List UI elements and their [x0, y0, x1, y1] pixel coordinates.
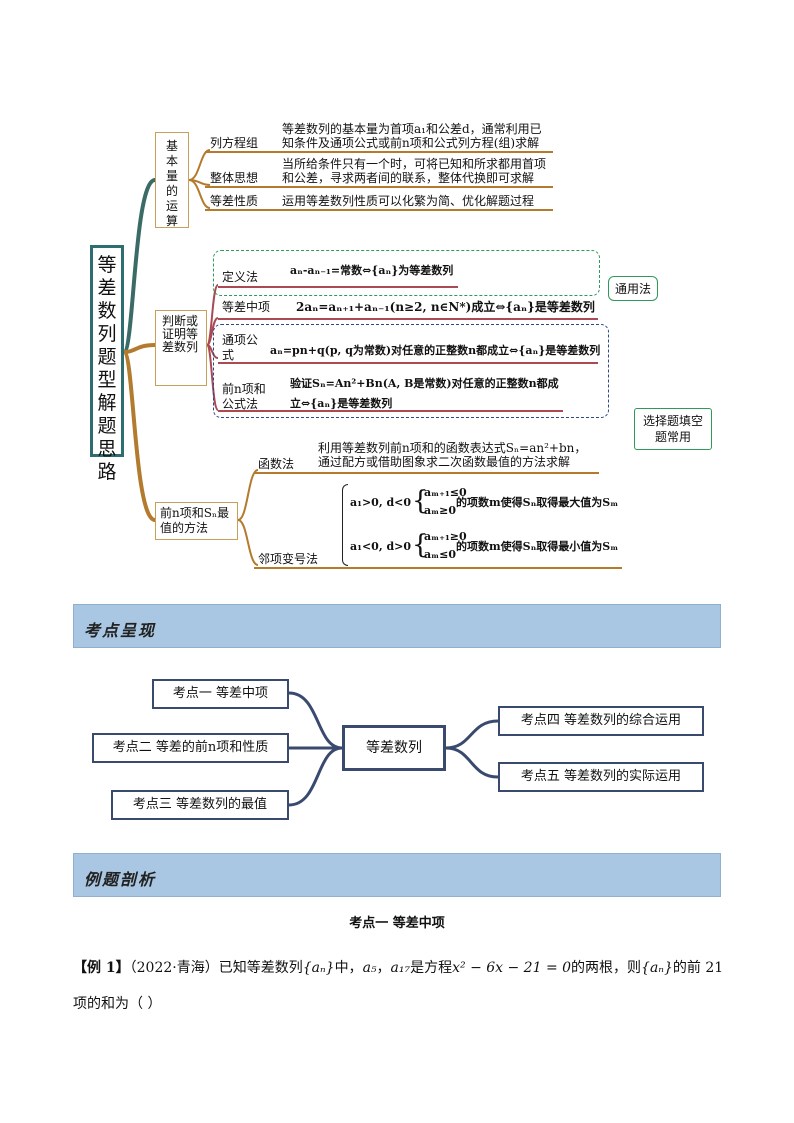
math-equation: x² − 6x − 21 = 0 — [452, 960, 572, 976]
item-label-whole: 整体思想 — [210, 171, 259, 185]
example-label: 【例 1】 — [73, 960, 130, 976]
sign-change-brace — [342, 484, 348, 566]
kaodian-3: 考点三 等差数列的最值 — [111, 790, 289, 820]
item-label-general: 通项公式 — [222, 333, 259, 362]
sign-sys1a: aₘ₊₁≤0 — [424, 486, 467, 499]
example-heading: 考点一 等差中项 — [349, 916, 445, 931]
math-a17: a₁₇ — [390, 960, 411, 976]
item-label-middle: 等差中项 — [222, 300, 271, 314]
branch-judge-prove: 判断或证明等差数列 — [155, 310, 207, 386]
math-seq: {aₙ} — [302, 960, 335, 976]
example-text: 的前 21 项的和为（ ） — [73, 960, 724, 1012]
example-text: 已知等差数列 — [218, 960, 303, 976]
kaodian-2: 考点二 等差的前n项和性质 — [92, 733, 289, 763]
item-text-function: 利用等差数列前n项和的函数表达式Sₙ=an²+bn，通过配方或借助图象求二次函数… — [318, 441, 587, 469]
example-text: 的两根，则 — [571, 960, 642, 976]
kaodian-1: 考点一 等差中项 — [152, 679, 289, 709]
branch-sum-extremum: 前n项和Sₙ最值的方法 — [155, 502, 238, 540]
sign-sys1b: aₘ≥0 — [424, 504, 457, 517]
item-text-equation: 等差数列的基本量为首项a₁和公差d，通常利用已知条件及通项公式或前n项和公式列方… — [282, 122, 542, 150]
section-banner-examples: 例题剖析 — [73, 853, 721, 897]
item-text-middle: 2aₙ=aₙ₊₁+aₙ₋₁(n≥2, n∈N*)成立⇔{aₙ}是等差数列 — [296, 300, 595, 314]
section-title: 考点呈现 — [84, 621, 157, 640]
item-text-whole: 当所给条件只有一个时，可将已知和所求都用首项和公差，寻求两者间的联系，整体代换即… — [282, 157, 547, 185]
general-method-frame — [213, 250, 600, 296]
item-label-equation: 列方程组 — [210, 136, 259, 150]
underline — [254, 567, 622, 569]
item-text-sum: 验证Sₙ=An²+Bn(A, B是常数)对任意的正整数n都成立⇔{aₙ}是等差数… — [290, 377, 559, 410]
example-text: 是方程 — [410, 960, 453, 976]
math-a5: a₅ — [362, 960, 377, 976]
sign-res2: 的项数m使得Sₙ取得最小值为Sₘ — [456, 540, 619, 553]
underline — [205, 209, 553, 211]
example-text: 中， — [334, 960, 363, 976]
item-label-function: 函数法 — [258, 457, 295, 471]
item-label-definition: 定义法 — [222, 270, 259, 284]
underline — [205, 151, 553, 153]
general-method-tag: 通用法 — [608, 276, 659, 301]
brace: { — [412, 530, 429, 560]
item-label-sum: 前n项和公式法 — [222, 382, 266, 411]
item-text-general: aₙ=pn+q(p, q为常数)对任意的正整数n都成立⇔{aₙ}是等差数列 — [270, 344, 601, 357]
underline — [254, 472, 599, 474]
example-paragraph: 【例 1】（2022·青海）已知等差数列{aₙ}中，a₅，a₁₇是方程x² − … — [73, 950, 733, 1022]
underline — [218, 410, 563, 412]
underline — [218, 286, 458, 288]
choice-method-tag: 选择题填空题常用 — [634, 408, 712, 450]
item-label-property: 等差性质 — [210, 194, 259, 208]
choice-method-frame — [213, 324, 609, 418]
section-title: 例题剖析 — [84, 870, 157, 889]
mindmap-root: 等差数列题型解题思路 — [90, 245, 124, 483]
item-text-property: 运用等差数列性质可以化繁为简、优化解题过程 — [282, 194, 535, 208]
underline — [218, 362, 598, 364]
example-text: ， — [376, 960, 391, 976]
math-seq: {aₙ} — [641, 960, 673, 976]
sign-cond2: a₁<0, d>0 — [350, 540, 412, 553]
underline — [218, 318, 598, 320]
brace: { — [412, 486, 429, 516]
sign-sys2a: aₘ₊₁≥0 — [424, 530, 467, 543]
sign-sys2b: aₘ≤0 — [424, 548, 457, 561]
kaodian-5: 考点五 等差数列的实际运用 — [498, 762, 704, 792]
kaodian-4: 考点四 等差数列的综合运用 — [498, 706, 704, 736]
sign-cond1: a₁>0, d<0 — [350, 496, 412, 509]
item-label-sign: 邻项变号法 — [258, 552, 319, 566]
kaodian-center: 等差数列 — [342, 725, 446, 771]
example-source: （2022·青海） — [129, 960, 219, 976]
sign-res1: 的项数m使得Sₙ取得最大值为Sₘ — [456, 496, 619, 509]
underline — [205, 186, 553, 188]
section-banner-kaodian: 考点呈现 — [73, 604, 721, 648]
branch-basic-quantity: 基本量的运算 — [155, 132, 189, 228]
item-text-definition: aₙ-aₙ₋₁=常数⇔{aₙ}为等差数列 — [290, 264, 454, 277]
